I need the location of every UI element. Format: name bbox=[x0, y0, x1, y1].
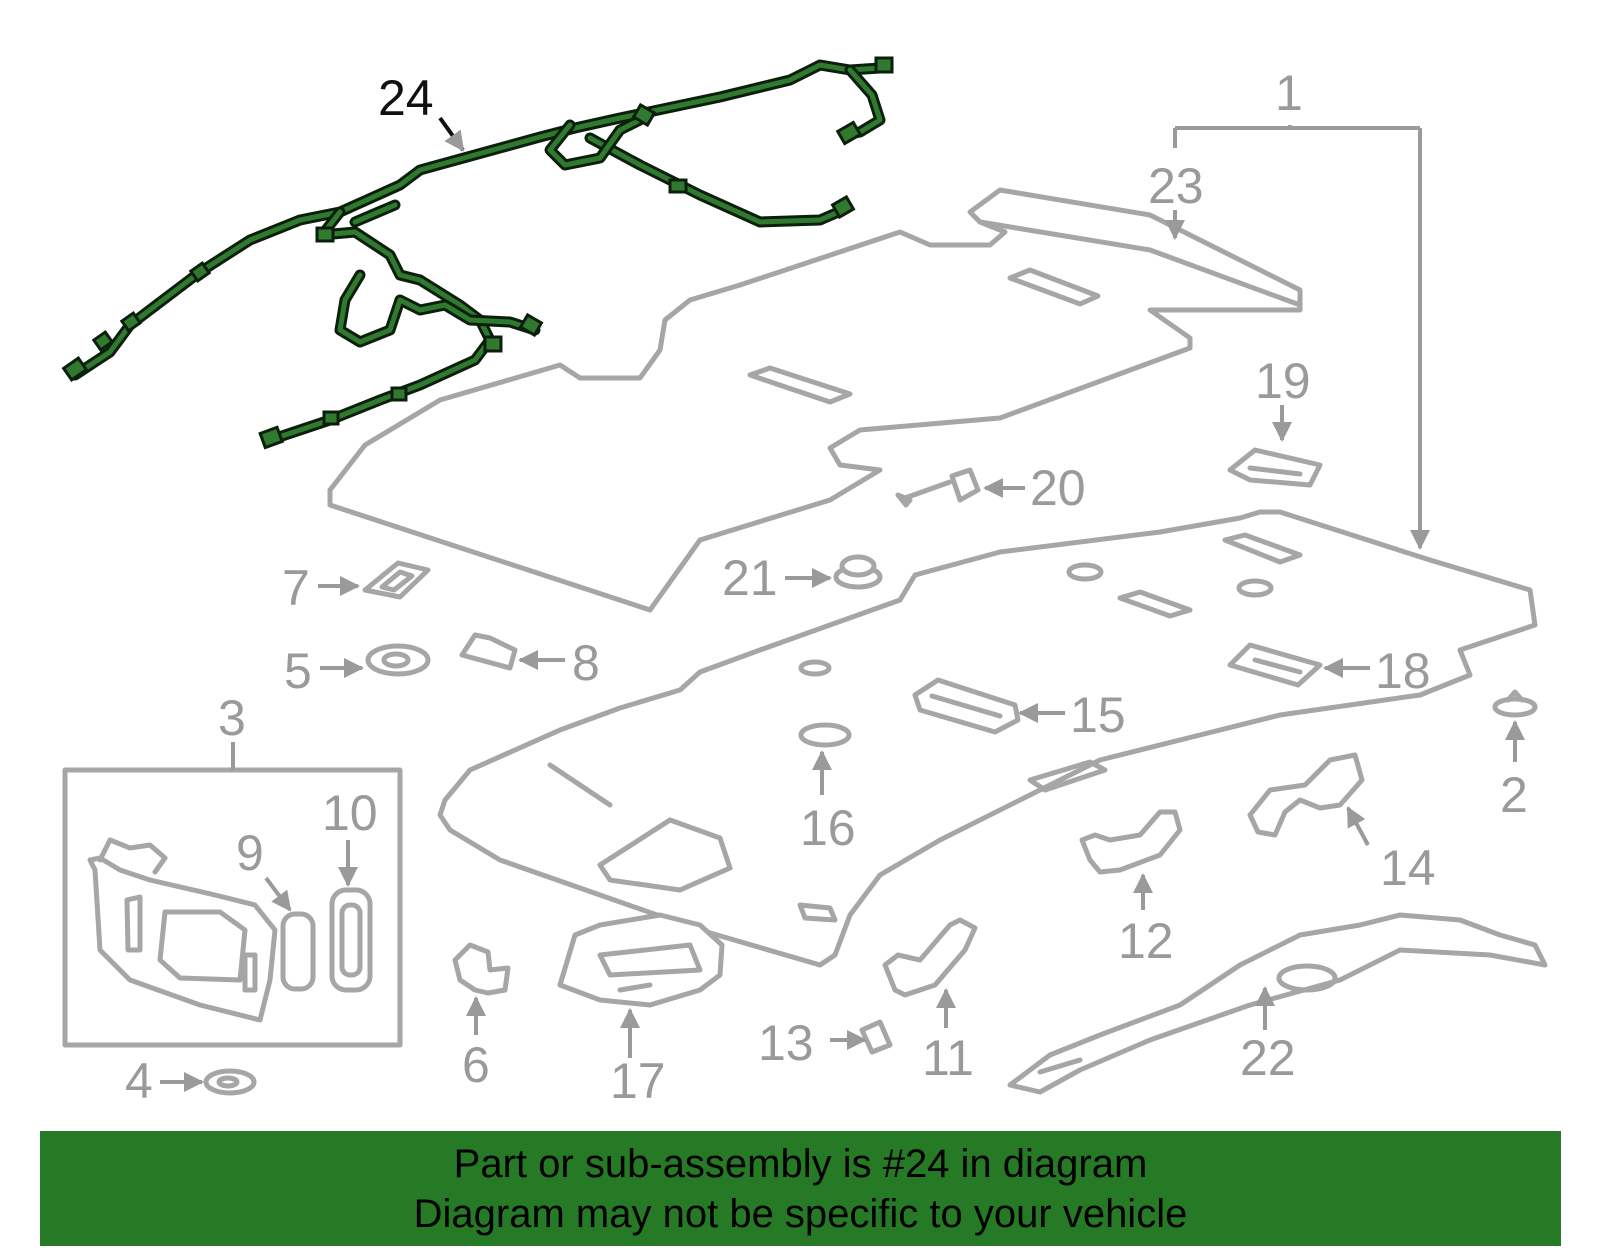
part-21-grommet[interactable] bbox=[833, 554, 883, 590]
callout-9: 9 bbox=[236, 825, 264, 881]
callout-16: 16 bbox=[800, 800, 856, 856]
banner-line-part-number: Part or sub-assembly is #24 in diagram bbox=[453, 1141, 1148, 1186]
callout-8: 8 bbox=[572, 635, 600, 691]
callout-4: 4 bbox=[125, 1053, 153, 1109]
callout-7: 7 bbox=[282, 560, 310, 616]
part-19-lamp[interactable] bbox=[1227, 447, 1323, 488]
callout-13: 13 bbox=[758, 1015, 814, 1071]
part-13-clip[interactable] bbox=[859, 1019, 893, 1055]
callout-24-highlighted: 24 bbox=[378, 70, 434, 126]
leader-lines bbox=[160, 116, 1525, 1092]
callout-1: 1 bbox=[1275, 65, 1303, 121]
banner-line-disclaimer: Diagram may not be specific to your vehi… bbox=[413, 1191, 1188, 1236]
callout-10: 10 bbox=[322, 785, 378, 841]
part-12-assist-handle[interactable] bbox=[1079, 809, 1183, 875]
callout-23: 23 bbox=[1148, 158, 1204, 214]
callout-11: 11 bbox=[922, 1030, 974, 1086]
callout-6: 6 bbox=[462, 1037, 490, 1093]
part-23-insulator-pad[interactable] bbox=[327, 187, 1303, 613]
info-banner: Part or sub-assembly is #24 in diagram D… bbox=[40, 1131, 1561, 1246]
part-17-overhead-console[interactable] bbox=[557, 912, 725, 1008]
part-8-clip[interactable] bbox=[459, 632, 518, 671]
callout-22: 22 bbox=[1240, 1030, 1296, 1086]
part-11-assist-handle[interactable] bbox=[882, 917, 978, 998]
callout-19: 19 bbox=[1255, 353, 1311, 409]
parts-diagram: 1 23 19 20 21 7 5 8 15 18 3 2 16 10 9 14… bbox=[61, 56, 1548, 1109]
callout-20: 20 bbox=[1030, 460, 1086, 516]
callout-21: 21 bbox=[722, 550, 778, 606]
callout-2: 2 bbox=[1500, 767, 1528, 823]
callout-12: 12 bbox=[1118, 913, 1174, 969]
part-4-cap[interactable] bbox=[203, 1068, 257, 1096]
part-6-clip[interactable] bbox=[452, 942, 511, 996]
callout-3: 3 bbox=[218, 690, 246, 746]
part-14-bracket[interactable] bbox=[1247, 752, 1365, 838]
part-7-bezel[interactable] bbox=[362, 560, 431, 600]
part-18-lamp[interactable] bbox=[1227, 642, 1323, 688]
callout-17: 17 bbox=[610, 1053, 666, 1109]
part-5-cap[interactable] bbox=[365, 643, 431, 677]
part-20-wire-clip[interactable] bbox=[895, 467, 981, 508]
part-1-headliner[interactable] bbox=[437, 509, 1538, 968]
callout-14: 14 bbox=[1380, 840, 1436, 896]
part-10-mirror-lens[interactable] bbox=[329, 887, 373, 993]
callout-18: 18 bbox=[1375, 643, 1431, 699]
part-22-roof-rail-trim[interactable] bbox=[1007, 912, 1548, 1095]
part-24-wiring-harness[interactable] bbox=[61, 56, 894, 450]
part-2-retainer[interactable] bbox=[1492, 689, 1538, 718]
callout-15: 15 bbox=[1070, 687, 1126, 743]
part-3-sunvisor-box[interactable] bbox=[62, 767, 403, 1048]
callout-5: 5 bbox=[284, 643, 312, 699]
part-9-mirror-cover[interactable] bbox=[280, 911, 316, 992]
